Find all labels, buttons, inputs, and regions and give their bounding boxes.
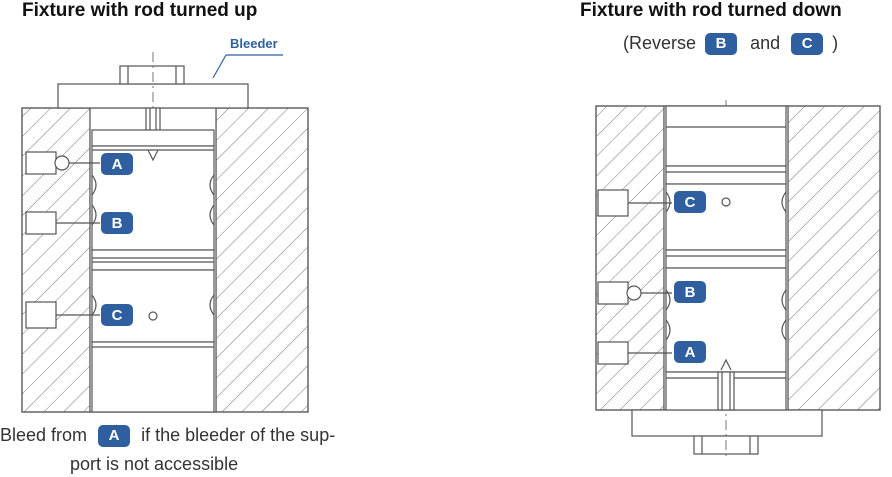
left-fixture <box>21 52 309 413</box>
left-port-fitting-c <box>25 301 57 329</box>
caption-prefix: Bleed from <box>0 425 88 445</box>
right-body-wall-right <box>787 105 881 411</box>
right-badge-b: B <box>685 284 696 301</box>
left-badge-c-bg <box>101 304 133 326</box>
left-body-wall-right <box>215 107 309 413</box>
right-title: Fixture with rod turned down <box>580 0 842 21</box>
left-seal-2 <box>91 249 215 271</box>
right-piston-top <box>665 105 787 167</box>
left-badge-c: C <box>112 307 123 324</box>
left-port-fitting-b <box>25 211 57 235</box>
right-badge-c: C <box>685 194 696 211</box>
right-seal-1 <box>665 165 787 185</box>
left-badge-b: B <box>112 215 123 232</box>
reverse-badge-b: B <box>705 33 738 56</box>
right-port-badges: C B A <box>674 191 706 363</box>
left-piston-base <box>91 341 215 413</box>
left-port-fitting-a <box>25 151 57 175</box>
right-fixture <box>595 100 881 460</box>
reverse-badge-c: C <box>791 33 824 56</box>
bleeder-label: Bleeder <box>230 36 278 51</box>
reverse-and: and <box>750 33 781 53</box>
right-piston-upper <box>665 183 787 251</box>
right-seal-2 <box>665 249 787 269</box>
right-badge-c-bg <box>674 191 706 213</box>
right-badge-a-bg <box>674 341 706 363</box>
right-bottom-flange <box>631 409 823 437</box>
right-port-fitting-b <box>597 281 629 305</box>
left-badge-a-bg <box>101 153 133 175</box>
left-seal-1 <box>91 129 215 147</box>
reverse-text: (Reverse <box>623 33 697 53</box>
left-rod <box>119 65 185 85</box>
right-badge-b-bg <box>674 281 706 303</box>
right-port-fitting-c <box>597 189 629 217</box>
reverse-note: (Reverse B and C ) <box>623 33 839 56</box>
bleed-caption-line1: Bleed from A if the bleeder of the sup- <box>0 425 336 448</box>
bleed-caption-line2: port is not accessible <box>70 454 239 474</box>
left-title: Fixture with rod turned up <box>22 0 258 21</box>
left-badge-b-bg <box>101 212 133 234</box>
caption-suffix: if the bleeder of the sup- <box>141 425 336 445</box>
reverse-close: ) <box>832 33 839 53</box>
caption-badge-a: A <box>98 425 131 448</box>
right-badge-a: A <box>685 344 696 361</box>
left-port-badges: A B C <box>101 153 133 326</box>
right-port-fitting-a <box>597 341 629 365</box>
left-badge-a: A <box>112 156 123 173</box>
